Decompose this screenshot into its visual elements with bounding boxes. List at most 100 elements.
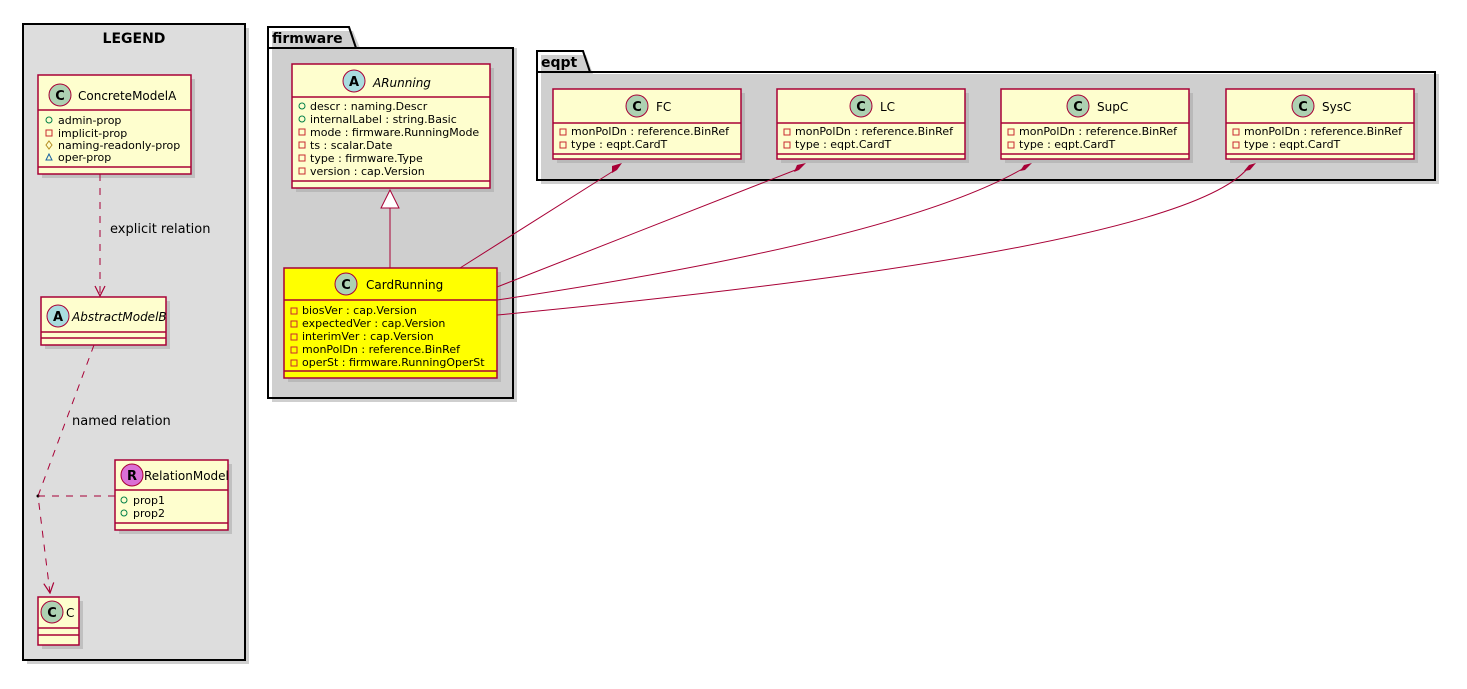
svg-text:C: C: [47, 606, 57, 621]
class-supc[interactable]: C SupC monPolDn : reference.BinRef type …: [1000, 88, 1193, 163]
svg-text:C: C: [632, 100, 642, 115]
class-c-icon: [1066, 94, 1090, 118]
private-visibility-icon: [298, 167, 306, 175]
class-name: CardRunning: [366, 278, 443, 292]
attr: prop1: [133, 494, 165, 507]
attr: implicit-prop: [58, 127, 127, 140]
class-name: ConcreteModelA: [78, 89, 177, 103]
public-visibility-icon: [298, 102, 306, 110]
attr: descr : naming.Descr: [310, 100, 428, 113]
attr: type : eqpt.CardT: [1244, 138, 1341, 151]
class-c-icon: [334, 272, 358, 296]
attr: version : cap.Version: [310, 165, 425, 178]
abstract-a-icon: [342, 69, 366, 93]
class-c[interactable]: C C: [37, 596, 83, 649]
legend-title: LEGEND: [103, 31, 166, 47]
class-name: RelationModel: [144, 469, 229, 483]
private-visibility-icon: [290, 307, 298, 315]
private-visibility-icon: [783, 128, 791, 136]
public-visibility-icon: [298, 115, 306, 123]
edge-lc-cardrunning: [496, 163, 806, 288]
private-visibility-icon: [45, 129, 53, 137]
edge-explicit-relation: explicit relation: [100, 174, 210, 296]
attr: biosVer : cap.Version: [302, 304, 417, 317]
class-name: SupC: [1097, 100, 1128, 114]
attr: naming-readonly-prop: [58, 139, 180, 152]
attr: ts : scalar.Date: [310, 139, 393, 152]
relation-r-icon: [120, 463, 144, 487]
class-name: C: [66, 606, 74, 620]
class-name: ARunning: [372, 76, 431, 90]
class-c-icon: [1291, 94, 1315, 118]
svg-text:C: C: [1073, 100, 1083, 115]
svg-text:C: C: [1298, 100, 1308, 115]
edge-inheritance: [380, 188, 400, 268]
class-sysc[interactable]: C SysC monPolDn : reference.BinRef type …: [1225, 88, 1418, 163]
edge-label: explicit relation: [110, 222, 210, 237]
private-visibility-icon: [559, 141, 567, 149]
public-visibility-icon: [120, 496, 128, 504]
class-name: FC: [656, 100, 671, 114]
svg-text:C: C: [341, 278, 351, 293]
svg-text:C: C: [55, 89, 65, 104]
attr: internalLabel : string.Basic: [310, 113, 457, 126]
private-visibility-icon: [298, 128, 306, 136]
attr: operSt : firmware.RunningOperSt: [302, 356, 485, 369]
svg-text:A: A: [349, 75, 359, 90]
class-c-icon: [48, 83, 72, 107]
attr: interimVer : cap.Version: [302, 330, 434, 343]
attr: monPolDn : reference.BinRef: [1019, 125, 1178, 138]
attr: monPolDn : reference.BinRef: [795, 125, 954, 138]
private-visibility-icon: [290, 320, 298, 328]
class-c-icon: [40, 600, 64, 624]
private-visibility-icon: [298, 154, 306, 162]
class-abstract-model-b[interactable]: A AbstractModelB: [40, 296, 170, 349]
protected-visibility-icon: [45, 140, 53, 150]
class-concrete-model-a[interactable]: C ConcreteModelA admin-prop implicit-pro…: [37, 74, 195, 178]
class-c-icon: [849, 94, 873, 118]
package-eqpt: eqpt: [536, 50, 1439, 184]
class-lc[interactable]: C LC monPolDn : reference.BinRef type : …: [776, 88, 969, 163]
attr: type : eqpt.CardT: [1019, 138, 1116, 151]
attr: type : eqpt.CardT: [571, 138, 668, 151]
edge-label: named relation: [72, 414, 171, 429]
abstract-a-icon: [46, 304, 70, 328]
svg-text:A: A: [53, 310, 63, 325]
attr: monPolDn : reference.BinRef: [1244, 125, 1403, 138]
class-c-icon: [625, 94, 649, 118]
edge-fc-cardrunning: [459, 163, 622, 269]
public-visibility-icon: [45, 116, 53, 124]
public-visibility-icon: [120, 509, 128, 517]
private-visibility-icon: [1007, 128, 1015, 136]
package-title: eqpt: [541, 55, 578, 71]
svg-text:R: R: [127, 469, 137, 484]
class-relation-model[interactable]: R RelationModel prop1 prop2: [114, 459, 232, 534]
attr: prop2: [133, 507, 165, 520]
class-name: SysC: [1322, 100, 1351, 114]
attr: oper-prop: [58, 151, 111, 164]
private-visibility-icon: [290, 359, 298, 367]
class-arunning[interactable]: A ARunning descr : naming.Descr internal…: [291, 63, 494, 192]
svg-text:C: C: [856, 100, 866, 115]
edge-sysc-cardrunning: [496, 163, 1256, 316]
class-fc[interactable]: C FC monPolDn : reference.BinRef type : …: [552, 88, 745, 163]
attr: mode : firmware.RunningMode: [310, 126, 479, 139]
class-name: LC: [880, 100, 895, 114]
class-cardrunning[interactable]: C CardRunning biosVer : cap.Version expe…: [283, 267, 501, 382]
edge-named-relation: named relation: [36, 344, 171, 593]
attr: monPolDn : reference.BinRef: [302, 343, 461, 356]
private-visibility-icon: [290, 333, 298, 341]
class-name: AbstractModelB: [71, 310, 167, 324]
private-visibility-icon: [1232, 128, 1240, 136]
attr: type : eqpt.CardT: [795, 138, 892, 151]
attr: monPolDn : reference.BinRef: [571, 125, 730, 138]
private-visibility-icon: [298, 141, 306, 149]
private-visibility-icon: [1232, 141, 1240, 149]
attr: admin-prop: [58, 114, 121, 127]
attr: expectedVer : cap.Version: [302, 317, 445, 330]
private-visibility-icon: [290, 346, 298, 354]
private-visibility-icon: [559, 128, 567, 136]
package-visibility-icon: [45, 152, 53, 161]
edge-supc-cardrunning: [496, 163, 1032, 301]
